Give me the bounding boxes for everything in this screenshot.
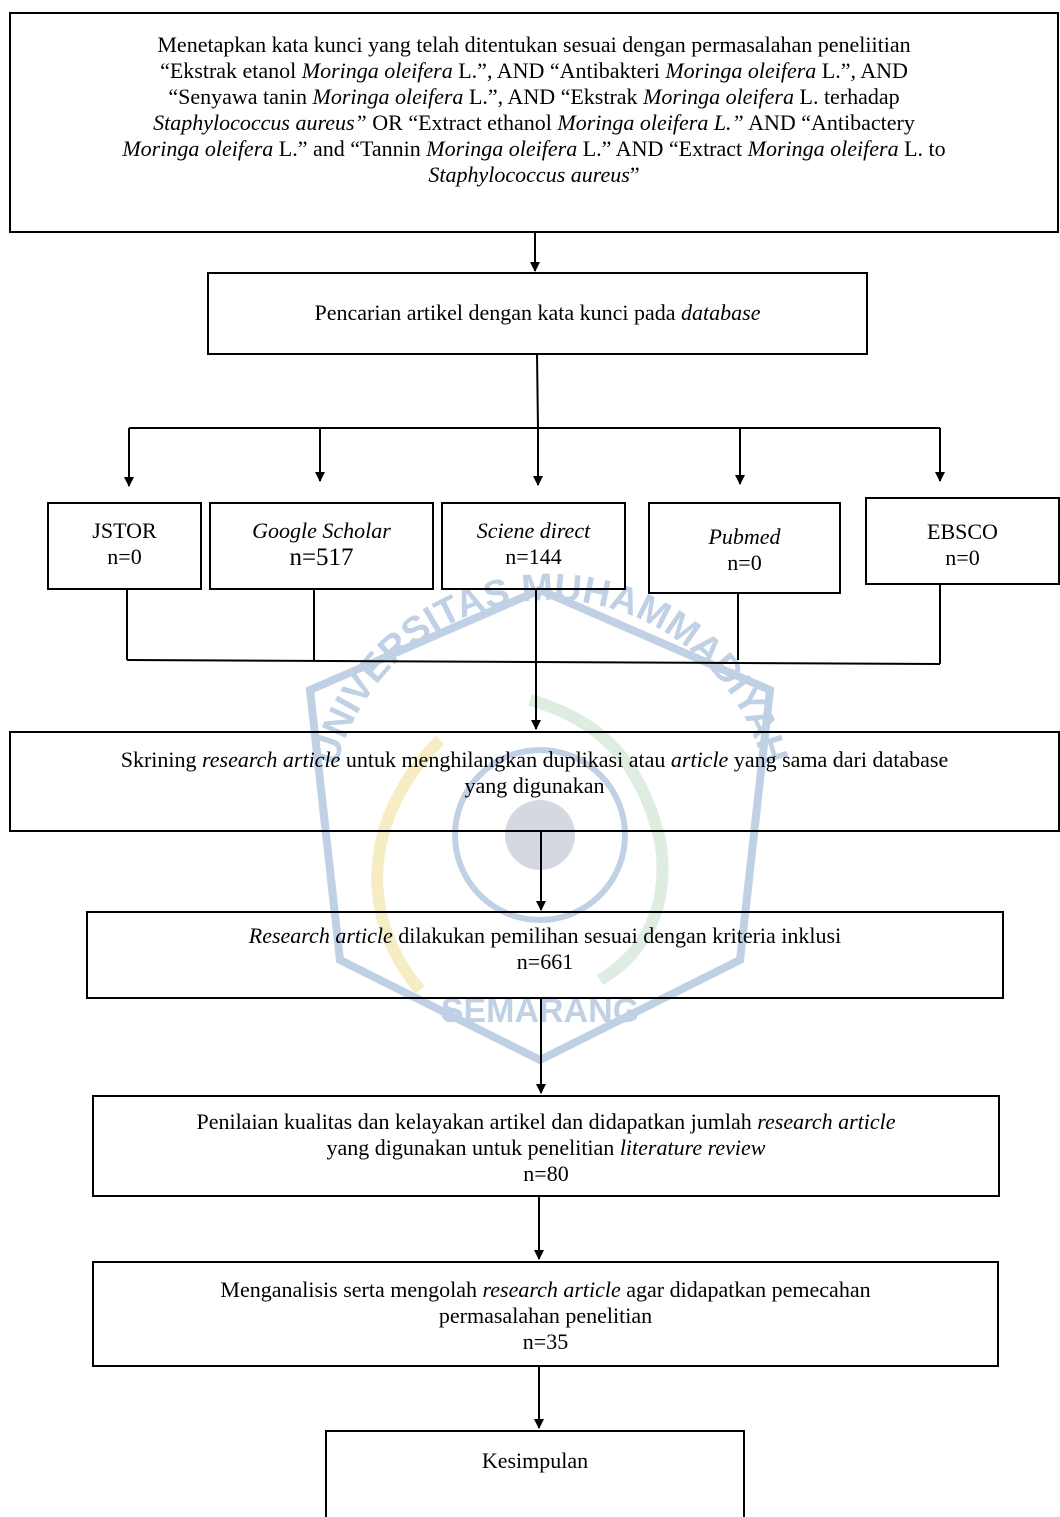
text-line: permasalahan penelitian	[94, 1303, 997, 1329]
text-run: yang digunakan	[464, 773, 605, 798]
quality-box: Penilaian kualitas dan kelayakan artikel…	[92, 1095, 1000, 1197]
keywords-box: Menetapkan kata kunci yang telah ditentu…	[9, 12, 1059, 233]
italic-text-run: Staphylococcus aureus	[428, 162, 630, 187]
inclusion-text: Research article dilakukan pemilihan ses…	[88, 923, 1002, 949]
text-run: L.” and “Tannin	[273, 136, 427, 161]
database-box-ebsco: EBSCO n=0	[865, 497, 1060, 585]
screening-text: Skrining research article untuk menghila…	[11, 747, 1058, 799]
database-name-jstor: JSTOR	[92, 518, 157, 543]
text-run: “Ekstrak etanol	[160, 58, 302, 83]
inclusion-box: Research article dilakukan pemilihan ses…	[86, 911, 1004, 999]
text-line: Pencarian artikel dengan kata kunci pada…	[209, 300, 866, 326]
italic-text-run: Staphylococcus aureus”	[153, 110, 367, 135]
quality-text: Penilaian kualitas dan kelayakan artikel…	[94, 1109, 998, 1161]
italic-text-run: Moringa oleifera	[122, 136, 274, 161]
italic-text-run: research article	[482, 1277, 621, 1302]
text-run: Menganalisis serta mengolah	[220, 1277, 483, 1302]
conclusion-box: Kesimpulan	[325, 1430, 745, 1517]
text-line: yang digunakan	[11, 773, 1058, 799]
analysis-text: Menganalisis serta mengolah research art…	[94, 1277, 997, 1329]
text-line: Skrining research article untuk menghila…	[11, 747, 1058, 773]
text-run: L.”, AND	[816, 58, 908, 83]
text-line: Staphylococcus aureus” OR “Extract ethan…	[11, 110, 1057, 136]
database-box-google-scholar: Google Scholar n=517	[209, 502, 434, 590]
text-run: “Senyawa tanin	[168, 84, 313, 109]
text-run: yang sama dari database	[728, 747, 949, 772]
italic-text-run: research article	[757, 1109, 896, 1134]
text-line: Menganalisis serta mengolah research art…	[94, 1277, 997, 1303]
search-box: Pencarian artikel dengan kata kunci pada…	[207, 272, 868, 355]
conclusion-text: Kesimpulan	[327, 1448, 743, 1474]
inclusion-count: n=661	[516, 949, 574, 974]
text-run: L. to	[898, 136, 946, 161]
italic-text-run: Moringa oleifera L.”	[557, 110, 744, 135]
database-name-sciene-direct: Sciene direct	[476, 518, 591, 543]
text-run: Skrining	[120, 747, 203, 772]
text-run: Menetapkan kata kunci yang telah ditentu…	[157, 32, 911, 57]
italic-text-run: Moringa oleifera	[665, 58, 817, 83]
analysis-count: n=35	[522, 1329, 569, 1354]
database-box-jstor: JSTOR n=0	[47, 502, 202, 590]
italic-text-run: Moringa oleifera	[426, 136, 578, 161]
italic-text-run: Moringa oleifera	[301, 58, 453, 83]
database-count-pubmed: n=0	[727, 550, 762, 575]
text-line: Menetapkan kata kunci yang telah ditentu…	[11, 32, 1057, 58]
database-box-pubmed: Pubmed n=0	[648, 502, 841, 594]
text-run: yang digunakan untuk penelitian	[326, 1135, 620, 1160]
merge-bar	[126, 659, 941, 665]
text-run: L. terhadap	[794, 84, 900, 109]
database-name-pubmed: Pubmed	[708, 524, 781, 549]
italic-text-run: Moringa oleifera	[643, 84, 794, 109]
database-count-google-scholar: n=517	[289, 544, 354, 571]
screening-box: Skrining research article untuk menghila…	[9, 731, 1060, 832]
text-run: AND “Antibactery	[743, 110, 915, 135]
database-count-jstor: n=0	[107, 544, 142, 569]
keywords-text: Menetapkan kata kunci yang telah ditentu…	[11, 32, 1057, 188]
text-run: agar didapatkan pemecahan	[620, 1277, 871, 1302]
line-search-to-branch	[536, 353, 539, 429]
italic-text-run: literature review	[619, 1135, 766, 1160]
text-run: OR “Extract ethanol	[366, 110, 558, 135]
database-count-ebsco: n=0	[945, 545, 980, 570]
text-line: Penilaian kualitas dan kelayakan artikel…	[94, 1109, 998, 1135]
text-line: Kesimpulan	[327, 1448, 743, 1474]
database-name-ebsco: EBSCO	[927, 519, 998, 544]
text-line: yang digunakan untuk penelitian literatu…	[94, 1135, 998, 1161]
quality-count: n=80	[523, 1161, 569, 1186]
text-line: “Ekstrak etanol Moringa oleifera L.”, AN…	[11, 58, 1057, 84]
italic-text-run: Moringa oleifera	[747, 136, 899, 161]
text-run: L.”, AND “Ekstrak	[463, 84, 644, 109]
analysis-box: Menganalisis serta mengolah research art…	[92, 1261, 999, 1367]
italic-text-run: Research article	[248, 923, 393, 948]
database-name-google-scholar: Google Scholar	[252, 518, 391, 543]
text-line: “Senyawa tanin Moringa oleifera L.”, AND…	[11, 84, 1057, 110]
text-run: ”	[629, 162, 640, 187]
text-run: Penilaian kualitas dan kelayakan artikel…	[196, 1109, 758, 1134]
text-run: dilakukan pemilihan sesuai dengan kriter…	[392, 923, 842, 948]
text-run: permasalahan penelitian	[438, 1303, 653, 1328]
text-line: Staphylococcus aureus”	[11, 162, 1057, 188]
text-run: L.”, AND “Antibakteri	[452, 58, 666, 83]
text-run: L.” AND “Extract	[577, 136, 748, 161]
text-line: Moringa oleifera L.” and “Tannin Moringa…	[11, 136, 1057, 162]
text-run: Kesimpulan	[481, 1448, 589, 1473]
text-run: Pencarian artikel dengan kata kunci pada	[314, 300, 682, 325]
italic-text-run: article	[670, 747, 729, 772]
database-box-sciene-direct: Sciene direct n=144	[441, 502, 626, 590]
italic-text-run: Moringa oleifera	[312, 84, 464, 109]
italic-text-run: database	[681, 300, 761, 325]
database-count-sciene-direct: n=144	[505, 544, 562, 569]
search-text: Pencarian artikel dengan kata kunci pada…	[209, 300, 866, 326]
text-line: Research article dilakukan pemilihan ses…	[88, 923, 1002, 949]
text-run: untuk menghilangkan duplikasi atau	[340, 747, 671, 772]
italic-text-run: research article	[202, 747, 341, 772]
